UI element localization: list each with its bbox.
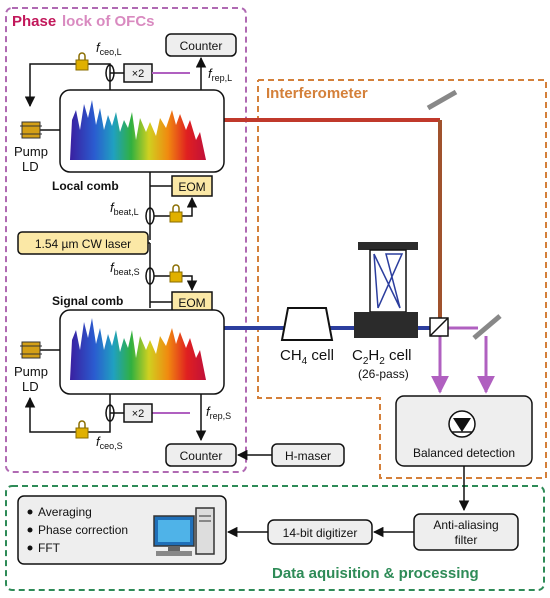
x2-top-label: ×2 [132, 68, 145, 80]
x2-bottom-label: ×2 [132, 408, 145, 420]
f-rep-l-label: frep,L [208, 66, 232, 83]
lock-ceo-l-icon [75, 52, 89, 71]
ceo-top-feedback [24, 63, 80, 108]
processing-bullet-icon [27, 545, 33, 551]
f-ceo-l-label: fceo,L [96, 40, 122, 57]
lock-beat-s-icon [169, 264, 183, 283]
f-beat-l-label: fbeat,L [110, 200, 139, 217]
hmaser-label: H-maser [285, 449, 331, 463]
interferometer-section-border [257, 79, 547, 479]
ofc-section-border [5, 7, 247, 473]
digitizer-label: 14-bit digitizer [283, 526, 358, 540]
beat-l-feedback [154, 196, 198, 217]
c2h2-pass-label: (26-pass) [358, 367, 409, 381]
beat-s-feedback [154, 275, 198, 292]
eom-top-label: EOM [178, 180, 205, 194]
pump-top-label-1: Pump [14, 144, 48, 159]
processing-item: Averaging [38, 505, 92, 519]
processing-item: Phase correction [38, 523, 128, 537]
counter-top-box [165, 33, 237, 57]
anti-aliasing-label-1: Anti-aliasing [433, 518, 498, 532]
local-comb-spectrum [70, 100, 206, 160]
f-rep-s-label: frep,S [206, 404, 231, 421]
coupler-top-icon [105, 64, 115, 82]
daq-title: Data aquisition & processing [272, 565, 479, 582]
c2h2-cell-multipass-icon [373, 253, 404, 309]
beam-splitter-diagonal [429, 317, 449, 337]
mirror-bottom-icon [472, 314, 502, 340]
photodiode-triangle-icon [453, 418, 471, 432]
ceo-bottom-feedback [24, 396, 80, 433]
lock-ceo-s-icon [75, 420, 89, 439]
cw-laser-label: 1.54 µm CW laser [35, 237, 131, 251]
signal-comb-label: Signal comb [52, 294, 123, 308]
c2h2-cell-bottom-plate [354, 312, 418, 338]
processing-item: FFT [38, 541, 61, 555]
f-beat-s-label: fbeat,S [110, 260, 140, 277]
interferometer-title: Interferometer [266, 85, 368, 102]
counter-bottom-label: Counter [180, 449, 223, 463]
ofc-section-title-rest: lock of OFCs [62, 13, 155, 30]
counter-bottom-box [165, 443, 237, 467]
pump-bottom-label-1: Pump [14, 364, 48, 379]
computer-icon [153, 507, 215, 556]
daq-section-border [5, 485, 545, 591]
f-ceo-s-label: fceo,S [96, 434, 123, 451]
balanced-detection-label: Balanced detection [413, 446, 515, 460]
signal-comb-spectrum [70, 318, 206, 380]
c2h2-cell-label: C2H2 cell [352, 347, 412, 367]
anti-aliasing-label-2: filter [455, 533, 478, 547]
eom-bottom-label: EOM [178, 296, 205, 310]
lock-beat-l-icon [169, 204, 183, 223]
ceo-bottom-loop [88, 394, 111, 433]
pump-bottom-icon [20, 341, 42, 359]
ch4-cell-icon [280, 307, 334, 341]
pump-top-icon [20, 121, 42, 139]
pump-bottom-label-2: LD [22, 379, 39, 394]
ch4-cell-label: CH4 cell [280, 347, 334, 367]
local-comb-label: Local comb [52, 179, 119, 193]
counter-top-label: Counter [180, 39, 223, 53]
mirror-top-icon [426, 89, 458, 111]
c2h2-cell-top-plate [358, 242, 418, 250]
ofc-section-title-phase: Phase [12, 13, 56, 30]
eom-top-box [171, 175, 213, 197]
processing-bullet-icon [27, 509, 33, 515]
processing-bullet-icon [27, 527, 33, 533]
pump-top-label-2: LD [22, 159, 39, 174]
